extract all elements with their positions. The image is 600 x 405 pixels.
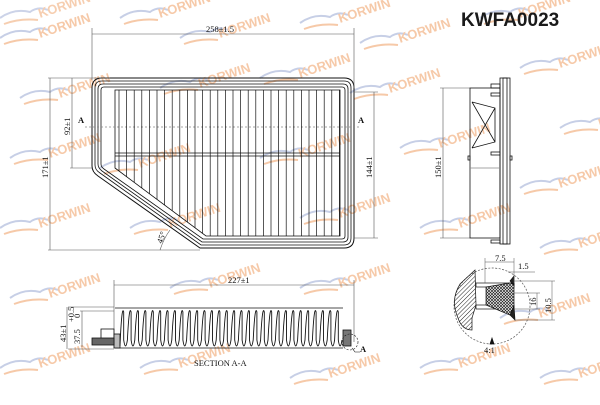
chamfer-angle: 45° [154,230,167,245]
dim-width-258: 258±1.5 [206,24,234,34]
dim-detail-gap: 1.5 [518,261,529,271]
side-view [440,77,513,245]
dim-height-171: 171±1 [40,156,50,178]
dim-detail-inner-height: 16 [528,298,538,307]
dim-section-height-43: 43±1 [58,325,68,342]
part-number-title: KWFA0023 [461,10,560,31]
dim-inner-92: 92±1 [62,118,72,135]
detail-marker-a: A [360,344,367,354]
top-view-dimensions [48,28,378,251]
dim-section-width-227: 227±1 [228,275,250,285]
detail-scale: 4:1 [484,345,495,355]
dim-height-144: 144±1 [364,156,374,178]
dim-pleat-tolerance: +0.5 [66,307,76,322]
section-label: SECTION A-A [194,358,248,368]
dim-pleat-height: 37.5 [72,329,82,344]
section-view [66,280,360,353]
dim-detail-width: 7.5 [495,253,506,263]
dim-height-150: 150±1 [433,156,443,178]
dim-detail-height: 10.5 [543,298,553,313]
section-pleats [119,310,343,347]
section-marker-right: A [358,115,365,125]
section-marker-left: A [78,115,85,125]
dim-pleat-tolerance-lower: 0 [72,314,82,318]
pleat-lines [118,90,340,236]
detail-view [453,258,555,345]
